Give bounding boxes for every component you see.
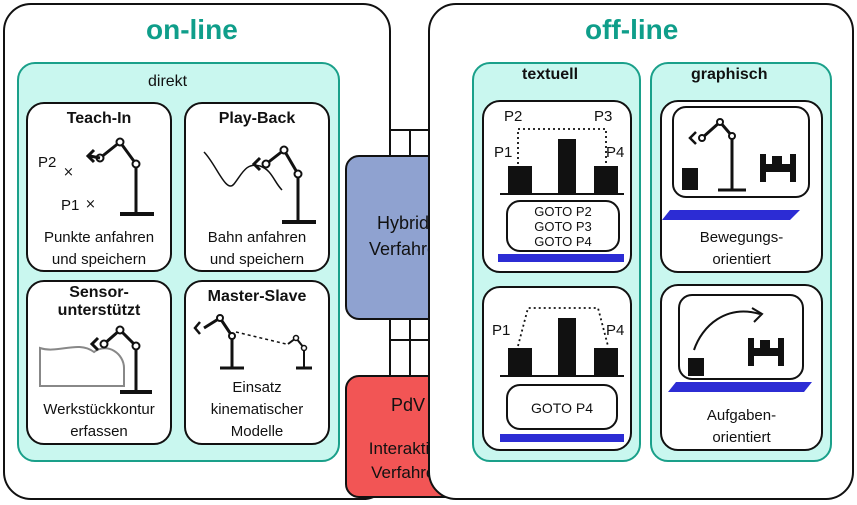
svg-text:×: × xyxy=(85,197,96,212)
master-slave-title: Master-Slave xyxy=(207,288,307,305)
textuell-top-p3: P3 xyxy=(594,108,613,125)
textuell-top-code-box: GOTO P2 GOTO P3 GOTO P4 xyxy=(506,200,620,252)
pdv-label: PdV xyxy=(390,395,426,415)
textuell-bottom-code-box: GOTO P4 xyxy=(506,384,618,430)
graphisch-top-scene xyxy=(672,106,810,198)
graphisch-bottom-floor xyxy=(668,382,812,392)
hybrid-label-2: Verfahren xyxy=(368,239,448,259)
hybrid-label-1: Hybride xyxy=(376,213,440,233)
graphisch-top-caption-2: orientiert xyxy=(712,251,771,268)
play-back-title: Play-Back xyxy=(218,110,296,127)
play-back-caption-2: und speichern xyxy=(209,251,305,268)
play-back-robot-icon xyxy=(203,145,316,224)
teach-in-p1: P1 xyxy=(61,197,80,214)
graphisch-bottom-caption-1: Aufgaben- xyxy=(706,407,777,424)
textuell-top-card: P2 P3 P1 P4 GOTO P2 GOTO P3 GOTO P4 xyxy=(482,100,632,273)
interactive-label-1: Interaktive xyxy=(368,439,448,458)
graphisch-top-caption-1: Bewegungs- xyxy=(699,229,784,246)
play-back-caption-1: Bahn anfahren xyxy=(207,229,307,246)
textuell-top-code-1: GOTO P2 xyxy=(534,204,592,219)
online-title: on-line xyxy=(146,14,238,45)
textuell-top-code-3: GOTO P4 xyxy=(534,234,592,249)
textuell-top-bars-icon xyxy=(498,128,624,262)
graphisch-title: graphisch xyxy=(691,66,768,83)
textuell-top-p1: P1 xyxy=(494,144,513,161)
interactive-label-2: Verfahren xyxy=(371,463,445,482)
graphisch-top-card: Bewegungs- orientiert xyxy=(660,100,823,273)
graphisch-bottom-scene xyxy=(678,294,804,380)
teach-in-title: Teach-In xyxy=(66,110,132,127)
teach-in-card: Teach-In P2 P1 × × Punkte anfahren und s… xyxy=(26,102,172,272)
teach-in-robot-icon: × × xyxy=(63,137,154,216)
teach-in-caption-1: Punkte anfahren xyxy=(43,229,155,246)
textuell-bottom-p4: P4 xyxy=(606,322,625,339)
sensor-title-2: unterstützt xyxy=(57,302,141,319)
master-slave-caption-3: Modelle xyxy=(230,423,284,440)
master-slave-card: Master-Slave Einsatz kinematischer Model… xyxy=(184,280,330,445)
master-slave-robots-icon xyxy=(193,314,312,370)
sensor-card: Sensor- unterstützt Werkstückkontur erfa… xyxy=(26,280,172,445)
textuell-top-p2: P2 xyxy=(504,108,523,125)
sensor-caption-1: Werkstückkontur xyxy=(43,401,155,418)
sensor-robot-icon xyxy=(39,325,152,394)
teach-in-caption-2: und speichern xyxy=(51,251,147,268)
textuell-bottom-code-1: GOTO P4 xyxy=(531,400,593,416)
direkt-label: direkt xyxy=(148,73,188,90)
offline-title: off-line xyxy=(585,14,679,45)
graphisch-bottom-caption-2: orientiert xyxy=(712,429,771,446)
textuell-bottom-p1: P1 xyxy=(492,322,511,339)
graphisch-bottom-card: Aufgaben- orientiert xyxy=(660,284,823,451)
sensor-title-1: Sensor- xyxy=(69,284,129,301)
textuell-top-code-2: GOTO P3 xyxy=(534,219,592,234)
graphisch-bottom-path-icon xyxy=(688,307,784,376)
master-slave-caption-2: kinematischer xyxy=(210,401,304,418)
master-slave-caption-1: Einsatz xyxy=(232,379,282,396)
teach-in-p2: P2 xyxy=(38,154,57,171)
textuell-title: textuell xyxy=(522,66,579,83)
graphisch-top-robot-icon xyxy=(682,118,796,192)
textuell-bottom-card: P1 P4 GOTO P4 xyxy=(482,286,632,451)
sensor-caption-2: erfassen xyxy=(70,423,128,440)
textuell-top-p4: P4 xyxy=(606,144,625,161)
textuell-bottom-bars-icon xyxy=(500,307,624,442)
svg-text:×: × xyxy=(63,165,74,180)
graphisch-top-floor xyxy=(662,210,800,220)
play-back-card: Play-Back Bahn anfahren und speichern xyxy=(184,102,330,272)
